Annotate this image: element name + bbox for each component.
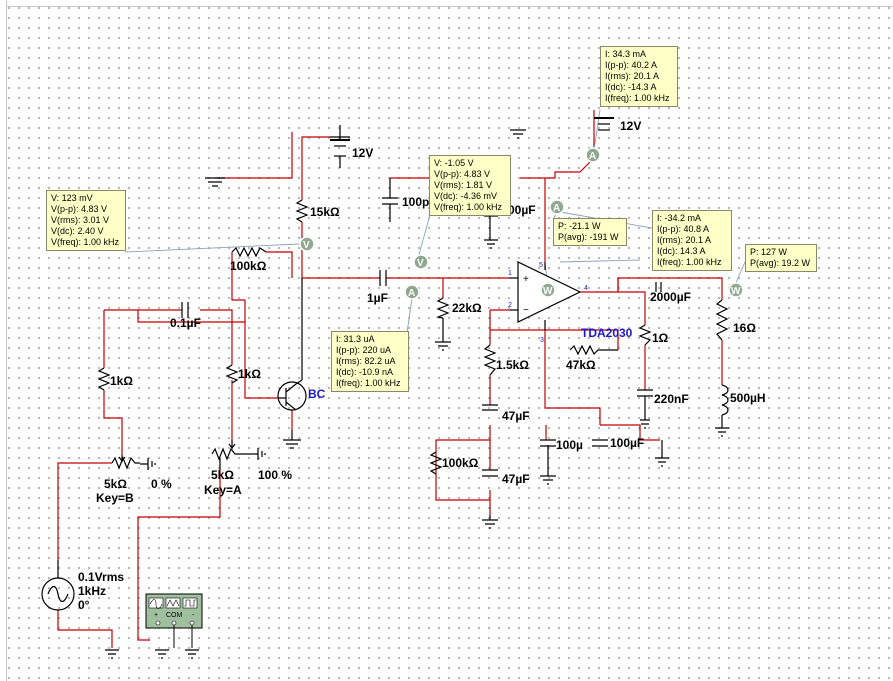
meter-wattmeter-2[interactable]: W — [728, 282, 744, 298]
pin-2: 2 — [508, 302, 512, 309]
meter-ammeter-2[interactable]: A — [585, 147, 601, 163]
pin-3: 3 — [540, 337, 544, 344]
label-r-100k-bottom: 100kΩ — [442, 456, 479, 470]
component-labels: 12V 12V 15kΩ 100kΩ 1µF 0.1µF 1kΩ 1kΩ 5kΩ… — [78, 119, 766, 612]
svg-text:W: W — [731, 286, 741, 297]
svg-text:+: + — [523, 274, 529, 285]
left-ruler — [0, 0, 7, 681]
pin-4: 4 — [584, 285, 588, 292]
pin-1: 1 — [508, 270, 512, 277]
label-pot-b-key: Key=B — [96, 491, 134, 505]
svg-text:A: A — [408, 288, 415, 299]
label-pot-a-value: 5kΩ — [211, 468, 234, 482]
label-cap-220n: 220nF — [654, 392, 689, 406]
label-ind-500u: 500µH — [730, 391, 766, 405]
label-pot-a-pct: 100 % — [258, 468, 292, 482]
wires — [57, 110, 723, 648]
label-cap-100u-b: 100µF — [610, 436, 644, 450]
svg-text:-: - — [192, 612, 195, 619]
svg-text:W: W — [543, 286, 553, 297]
ground-symbols — [105, 129, 729, 659]
meter-ammeter-3[interactable]: A — [549, 199, 565, 215]
meter-wattmeter-1[interactable]: W — [540, 282, 556, 298]
label-cap-100p: 100p — [402, 195, 429, 209]
label-r-16ohm: 16Ω — [733, 321, 756, 335]
svg-text:A: A — [589, 151, 596, 162]
label-pot-a-key: Key=A — [204, 483, 242, 497]
svg-text:+: + — [154, 612, 158, 619]
label-supply-left: 12V — [352, 146, 373, 160]
pin-5: 5 — [539, 262, 543, 269]
svg-text:−: − — [523, 305, 529, 316]
label-cap-coupling: 1µF — [367, 291, 388, 305]
label-cap-100u-top: 00µF — [508, 203, 536, 217]
label-r-1k5: 1.5kΩ — [496, 358, 529, 372]
label-cap-2000u: 2000µF — [650, 290, 691, 304]
svg-text:A: A — [553, 203, 560, 214]
svg-text:V: V — [303, 240, 310, 251]
label-source-f: 1kHz — [78, 584, 106, 598]
label-source-v: 0.1Vrms — [78, 570, 124, 584]
meter-voltmeter-2[interactable]: V — [413, 254, 429, 270]
label-r-feedback: 100kΩ — [230, 259, 267, 273]
label-r-22k: 22kΩ — [452, 301, 482, 315]
meter-ammeter-1[interactable]: A — [404, 284, 420, 300]
label-source-p: 0° — [78, 598, 90, 612]
label-cap-100u-a: 100µ — [556, 438, 583, 452]
label-r-collector: 15kΩ — [310, 205, 340, 219]
label-supply-right: 12V — [620, 119, 641, 133]
label-transistor: BC — [308, 387, 326, 401]
svg-text:COM: COM — [166, 612, 183, 619]
label-opamp: TDA2030 — [581, 326, 633, 340]
svg-text:V: V — [417, 258, 424, 269]
meter-voltmeter-1[interactable]: V — [299, 236, 315, 252]
label-r-left: 1kΩ — [110, 374, 133, 388]
label-cap-input: 0.1µF — [170, 316, 201, 330]
label-r-base: 1kΩ — [238, 367, 261, 381]
label-pot-b-pct: 0 % — [151, 477, 172, 491]
label-pot-b-value: 5kΩ — [104, 477, 127, 491]
label-r-1ohm: 1Ω — [652, 331, 669, 345]
label-r-47k: 47kΩ — [566, 358, 596, 372]
label-cap-47u-bottom: 47µF — [502, 472, 530, 486]
top-ruler — [0, 0, 893, 7]
label-cap-47u-top: 47µF — [502, 409, 530, 423]
function-generator[interactable]: + COM - — [145, 593, 203, 648]
